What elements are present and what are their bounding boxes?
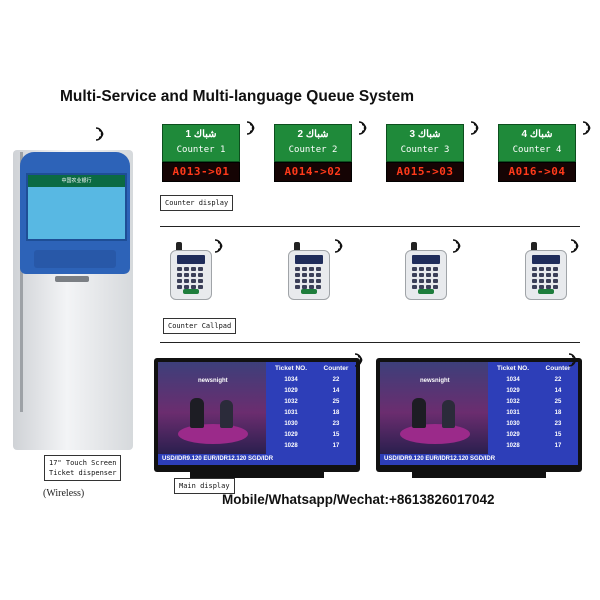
main-display-label: Main display <box>174 478 235 494</box>
wifi-icon <box>580 120 596 136</box>
wifi-icon <box>450 238 466 254</box>
studio-image: newsnight <box>158 362 266 454</box>
callpad-antenna <box>531 242 537 252</box>
callpad-logo <box>538 289 554 294</box>
divider-top <box>160 226 580 227</box>
divider-bottom <box>160 342 580 343</box>
wifi-icon <box>356 120 372 136</box>
kiosk-label-line2: Ticket dispenser <box>49 469 117 477</box>
wireless-label: (Wireless) <box>43 488 85 499</box>
callpad-3[interactable] <box>405 242 447 300</box>
callpad-2[interactable] <box>288 242 330 300</box>
counter-display-label: Counter display <box>160 195 234 211</box>
col-ticket: Ticket NO. <box>496 364 530 372</box>
callpad-screen <box>532 255 560 264</box>
ticket-slot <box>55 276 89 282</box>
callpad-logo <box>418 289 434 294</box>
page-title: Multi-Service and Multi-language Queue S… <box>60 88 414 105</box>
callpad-antenna <box>176 242 182 252</box>
counter-arabic: شباك 4 <box>521 129 553 140</box>
wifi-icon <box>332 238 348 254</box>
counter-led: A016->04 <box>498 162 576 182</box>
counter-arabic: شباك 1 <box>185 129 217 140</box>
callpad-screen <box>412 255 440 264</box>
wifi-icon <box>468 120 484 136</box>
counter-display-2: شباك 2 Counter 2 A014->02 <box>274 124 352 182</box>
counter-display-3: شباك 3 Counter 3 A015->03 <box>386 124 464 182</box>
callpad-screen <box>177 255 205 264</box>
counter-name: Counter 4 <box>512 145 562 155</box>
callpad-keys <box>412 267 440 289</box>
callpad-antenna <box>411 242 417 252</box>
callpad-4[interactable] <box>525 242 567 300</box>
col-counter: Counter <box>545 364 571 372</box>
counter-name: Counter 3 <box>400 145 450 155</box>
callpad-keys <box>532 267 560 289</box>
counter-arabic: شباك 3 <box>409 129 441 140</box>
counter-led: A015->03 <box>386 162 464 182</box>
currency-ticker: USD/IDR9.120 EUR/IDR12.120 SGD/IDR <box>158 454 356 465</box>
counter-led: A014->02 <box>274 162 352 182</box>
counter-name: Counter 2 <box>288 145 338 155</box>
col-ticket: Ticket NO. <box>274 364 308 372</box>
wifi-icon <box>244 120 260 136</box>
contact-line: Mobile/Whatsapp/Wechat:+8613826017042 <box>222 492 495 507</box>
studio-image: newsnight <box>380 362 488 454</box>
counter-arabic: شباك 2 <box>297 129 329 140</box>
callpad-keys <box>177 267 205 289</box>
kiosk-label-line1: 17" Touch Screen <box>49 459 117 467</box>
counter-callpad-label: Counter Callpad <box>163 318 237 334</box>
kiosk-bank-banner: 中国农业银行 <box>28 175 125 187</box>
display-stand <box>190 472 324 478</box>
counter-name: Counter 1 <box>176 145 226 155</box>
kiosk-chin <box>34 250 116 268</box>
callpad-logo <box>301 289 317 294</box>
currency-ticker: USD/IDR9.120 EUR/IDR12.120 SGD/IDR <box>380 454 578 465</box>
callpad-antenna <box>294 242 300 252</box>
callpad-1[interactable] <box>170 242 212 300</box>
counter-display-4: شباك 4 Counter 4 A016->04 <box>498 124 576 182</box>
callpad-screen <box>295 255 323 264</box>
callpad-keys <box>295 267 323 289</box>
wifi-icon <box>352 352 368 368</box>
callpad-logo <box>183 289 199 294</box>
kiosk-touch-screen[interactable]: 中国农业银行 <box>26 173 127 241</box>
kiosk-label: 17" Touch Screen Ticket dispenser <box>44 455 122 481</box>
kiosk-edge <box>20 152 23 412</box>
wifi-icon <box>568 238 584 254</box>
studio-logo: newsnight <box>420 378 450 384</box>
wifi-icon <box>212 238 228 254</box>
col-counter: Counter <box>323 364 349 372</box>
studio-logo: newsnight <box>198 378 228 384</box>
counter-led: A013->01 <box>162 162 240 182</box>
wifi-icon <box>566 352 582 368</box>
display-stand <box>412 472 546 478</box>
wifi-icon <box>93 126 109 142</box>
counter-display-1: شباك 1 Counter 1 A013->01 <box>162 124 240 182</box>
